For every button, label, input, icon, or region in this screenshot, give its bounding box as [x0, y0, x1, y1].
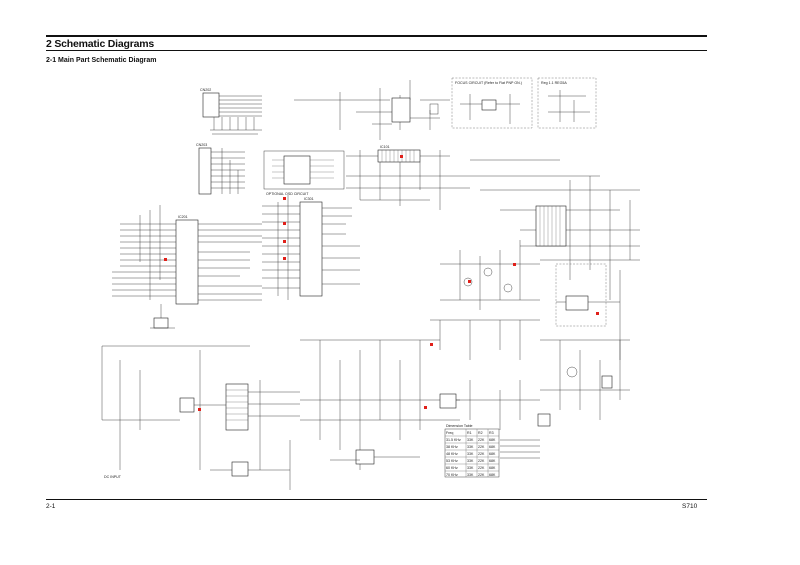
svg-text:33K: 33K: [467, 459, 474, 463]
svg-text:33K: 33K: [467, 466, 474, 470]
horizontal-output: [470, 159, 640, 360]
connector-cn203: CN203: [196, 143, 245, 195]
table-row: 53 KHz 33K 22K 68K: [446, 459, 496, 463]
svg-text:53 KHz: 53 KHz: [446, 459, 458, 463]
model-code: S710: [682, 503, 698, 510]
diagram-subtitle: 2-1 Main Part Schematic Diagram: [46, 57, 157, 64]
page-number: 2-1: [46, 503, 56, 510]
ic-label-ic101: IC101: [380, 145, 390, 149]
focus-circuit-label: FOCUS CIRCUIT (Refer to Flat PNP ON.): [455, 81, 522, 85]
top-amp-circuit: [294, 80, 450, 140]
footer-rule: [46, 499, 707, 500]
focus-circuit-block: FOCUS CIRCUIT (Refer to Flat PNP ON.): [451, 77, 533, 129]
connector-cn202: CN202: [200, 88, 262, 135]
svg-text:22K: 22K: [478, 445, 485, 449]
dimension-table: Dimension Table Freq R1 R2 R3 31.5 KHz 3…: [444, 424, 500, 478]
svg-text:68K: 68K: [489, 452, 496, 456]
ic201-mcu: IC201: [112, 205, 262, 329]
svg-text:33K: 33K: [467, 438, 474, 442]
svg-text:38 KHz: 38 KHz: [446, 445, 458, 449]
connector-label-cn202: CN202: [200, 88, 211, 92]
table-header-row: Freq R1 R2 R3: [446, 431, 494, 435]
table-row: 60 KHz 33K 22K 68K: [446, 466, 496, 470]
table-header-r2: R2: [478, 431, 483, 435]
svg-text:33K: 33K: [467, 473, 474, 477]
table-header-r3: R3: [489, 431, 494, 435]
header-rule: [46, 35, 707, 37]
svg-text:48 KHz: 48 KHz: [446, 452, 458, 456]
svg-text:68K: 68K: [489, 445, 496, 449]
lower-right-circuit: [500, 339, 630, 459]
connector-label-cn203: CN203: [196, 143, 207, 147]
table-row: 38 KHz 33K 22K 68K: [446, 445, 496, 449]
power-circuit: DC INPUT: [101, 345, 300, 490]
table-header-r1: R1: [467, 431, 472, 435]
svg-text:31.5 KHz: 31.5 KHz: [446, 438, 461, 442]
table-title: Dimension Table: [446, 424, 473, 428]
svg-text:68K: 68K: [489, 466, 496, 470]
svg-text:60 KHz: 60 KHz: [446, 466, 458, 470]
svg-text:22K: 22K: [478, 473, 485, 477]
ic-label-ic201: IC201: [178, 215, 188, 219]
table-row: 70 KHz 33K 22K 68K: [446, 473, 496, 477]
svg-text:68K: 68K: [489, 438, 496, 442]
svg-text:68K: 68K: [489, 459, 496, 463]
svg-text:22K: 22K: [478, 459, 485, 463]
svg-text:22K: 22K: [478, 466, 485, 470]
svg-text:33K: 33K: [467, 452, 474, 456]
table-row: 48 KHz 33K 22K 68K: [446, 452, 496, 456]
table-row: 31.5 KHz 33K 22K 68K: [446, 438, 496, 442]
ic301-video: IC301: [262, 195, 360, 300]
test-point-markers: [164, 155, 599, 411]
ic-label-ic301: IC301: [304, 197, 314, 201]
section-title: 2 Schematic Diagrams: [46, 38, 155, 50]
osd-circuit-block: OPTIONAL OSD CIRCUIT: [263, 150, 345, 196]
svg-text:22K: 22K: [478, 452, 485, 456]
reg-block: Reg 1.1 REG5A: [537, 77, 597, 129]
dc-input-label: DC INPUT: [104, 475, 122, 479]
osd-circuit-label: OPTIONAL OSD CIRCUIT: [266, 192, 309, 196]
svg-text:33K: 33K: [467, 445, 474, 449]
svg-text:68K: 68K: [489, 473, 496, 477]
vertical-circuit: [430, 240, 540, 360]
lower-center-circuit: [300, 339, 551, 470]
svg-text:70 KHz: 70 KHz: [446, 473, 458, 477]
ic101-deflection: IC101: [346, 145, 470, 210]
svg-text:22K: 22K: [478, 438, 485, 442]
title-rule: [46, 50, 707, 51]
reg-block-label: Reg 1.1 REG5A: [541, 81, 567, 85]
table-header-freq: Freq: [446, 431, 453, 435]
